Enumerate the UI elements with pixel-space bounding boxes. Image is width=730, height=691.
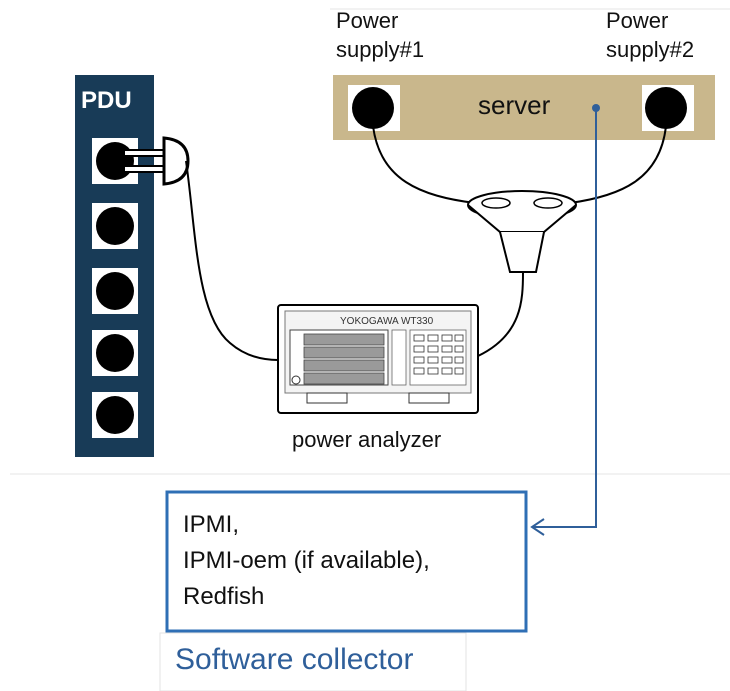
pdu-outlet-hole (96, 396, 134, 434)
pdu-plug (123, 136, 190, 186)
analyzer-brand-text: YOKOGAWA WT330 (340, 316, 434, 327)
power-supply-1-line2: supply#1 (336, 37, 425, 62)
protocol-line: Redfish (183, 583, 265, 610)
power-supply-1-label: Power supply#1 (336, 6, 424, 64)
software-collector-label: Software collector (175, 643, 414, 676)
pdu-outlets (92, 138, 138, 438)
power-analyzer-label: power analyzer (292, 427, 442, 452)
power-supply-1-hole (352, 87, 394, 129)
cable-plug-to-analyzer (185, 160, 279, 361)
pdu-label: PDU (81, 87, 132, 114)
pdu-outlet-hole (96, 207, 134, 245)
cable-psu2-to-splitter (569, 125, 667, 204)
power-supply-2-label: Power supply#2 (606, 6, 694, 64)
collector-protocols-box (165, 490, 528, 633)
pdu-outlet-hole (96, 272, 134, 310)
splitter-connector (467, 190, 577, 273)
server-label: server (478, 90, 551, 120)
pdu-outlet-hole (96, 334, 134, 372)
power-analyzer-device: YOKOGAWA WT330 (277, 304, 479, 414)
power-supply-2-line2: supply#2 (606, 37, 695, 62)
data-link-arrowhead (530, 518, 545, 536)
cable-splitter-to-analyzer (477, 271, 524, 357)
data-link-arrow (532, 108, 597, 528)
power-supply-2-line1: Power (606, 8, 669, 33)
pdu-outlet-hole (96, 142, 134, 180)
software-collector-frame (159, 632, 467, 691)
collector-protocols-list: IPMI, IPMI-oem (if available), Redfish (183, 507, 430, 615)
protocol-line: IPMI, (183, 511, 240, 538)
protocol-line: IPMI-oem (if available), (183, 547, 430, 574)
power-supply-1-line1: Power (336, 8, 399, 33)
power-supply-2-hole (645, 87, 687, 129)
cable-psu1-to-splitter (372, 125, 476, 204)
